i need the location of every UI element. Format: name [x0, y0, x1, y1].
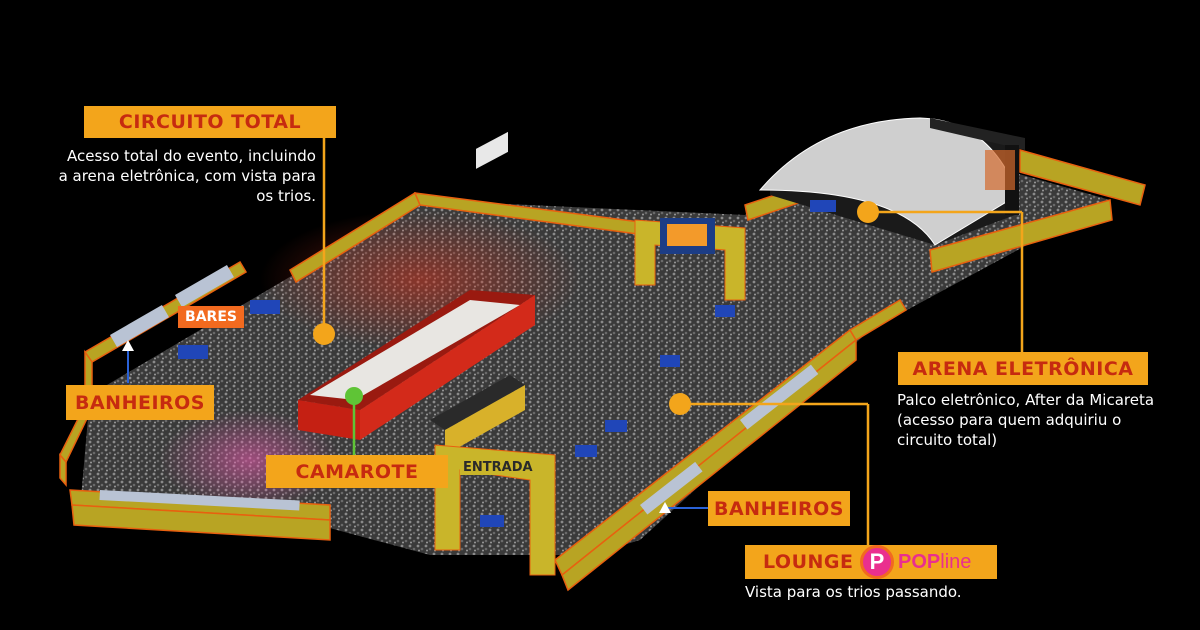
entrada-label: ENTRADA — [463, 460, 533, 475]
circuito-total-description: Acesso total do evento, incluindo a aren… — [56, 146, 316, 206]
bar-kiosks — [178, 200, 836, 527]
lounge-structure — [430, 131, 525, 455]
banheiros-right-label: BANHEIROS — [708, 491, 850, 526]
popline-logo: P POPline — [860, 545, 971, 579]
camarote-label: CAMAROTE — [266, 455, 448, 488]
popline-wordmark: POPline — [898, 550, 972, 573]
circuito-total-desc-line-1: Acesso total do evento, incluindo — [67, 147, 316, 165]
lounge-label-text: LOUNGE — [763, 551, 854, 573]
arena-eletronica-description: Palco eletrônico, After da Micareta (ace… — [897, 390, 1177, 450]
entrance-arch — [434, 444, 556, 576]
connector-lines — [322, 138, 1024, 545]
center-sign — [634, 218, 746, 301]
camarote-marker — [345, 387, 363, 405]
circuito-total-desc-line-3: os trios. — [256, 187, 316, 205]
lounge-description: Vista para os trios passando. — [745, 583, 962, 601]
banheiros-left-label: BANHEIROS — [66, 385, 214, 420]
lounge-marker — [669, 393, 691, 415]
arena-marker — [857, 201, 879, 223]
circuito-total-desc-line-2: a arena eletrônica, com vista para — [58, 167, 316, 185]
small-connectors — [127, 346, 708, 509]
bares-label: BARES — [178, 306, 244, 328]
banheiros-right-marker — [659, 502, 671, 513]
circuito-total-label: CIRCUITO TOTAL — [84, 106, 336, 138]
banheiros-left-marker — [122, 340, 134, 351]
arena-eletronica-label: ARENA ELETRÔNICA — [898, 352, 1148, 385]
arena-desc-line-1: Palco eletrônico, After da Micareta — [897, 391, 1155, 409]
bathroom-stalls — [99, 265, 819, 515]
markers — [122, 201, 879, 513]
popline-icon: P — [860, 545, 894, 579]
arena-desc-line-2: (acesso para quem adquiriu o — [897, 411, 1122, 429]
circuito-total-marker — [313, 323, 335, 345]
camarote-stage — [298, 290, 535, 440]
arena-desc-line-3: circuito total) — [897, 431, 998, 449]
